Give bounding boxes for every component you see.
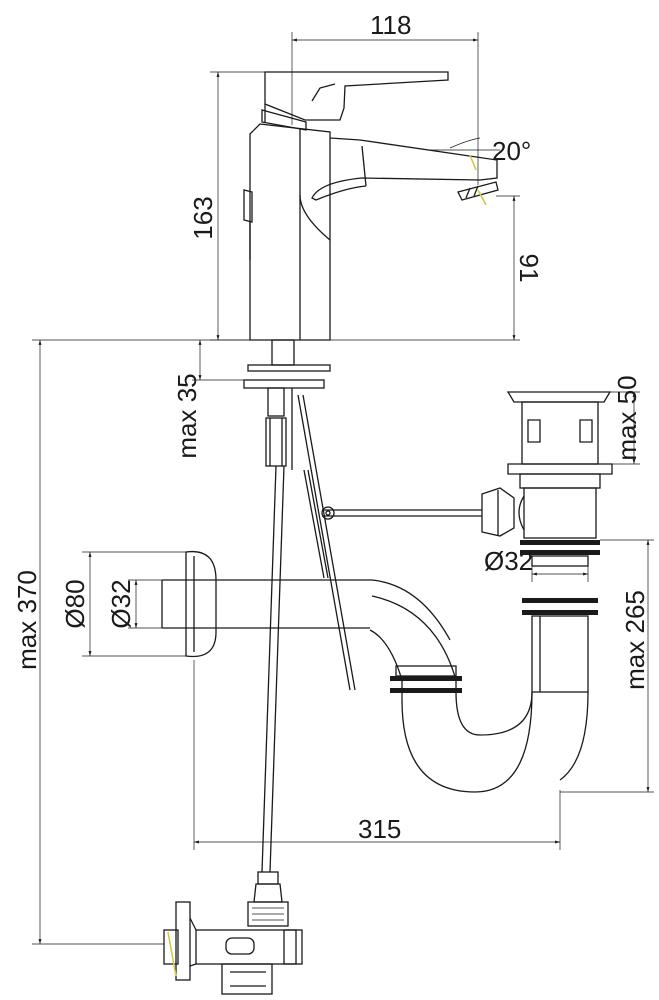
mounting-assembly bbox=[243, 339, 356, 691]
faucet-body bbox=[243, 71, 499, 341]
dim-max-popup: max 50 bbox=[612, 375, 642, 460]
popup-waste bbox=[321, 391, 613, 693]
dim-max-height-total: max 370 bbox=[12, 570, 42, 670]
dim-dia-rosette: Ø80 bbox=[60, 579, 90, 628]
dimension-lines bbox=[32, 32, 654, 945]
dim-width-top: 118 bbox=[370, 10, 411, 40]
dim-width-bottom: 315 bbox=[358, 814, 401, 844]
dim-height-total: 163 bbox=[188, 196, 218, 239]
p-trap bbox=[161, 550, 589, 793]
dim-spout-angle: 20° bbox=[492, 136, 531, 166]
dim-dia-pipe: Ø32 bbox=[106, 579, 136, 628]
dim-dia-tailpiece: Ø32 bbox=[484, 546, 533, 576]
dim-max-rod: max 35 bbox=[172, 373, 202, 458]
supply-hose bbox=[261, 465, 285, 873]
dim-max-trap: max 265 bbox=[620, 590, 650, 690]
angle-valve bbox=[163, 871, 303, 995]
dim-spout-height: 91 bbox=[514, 254, 544, 283]
